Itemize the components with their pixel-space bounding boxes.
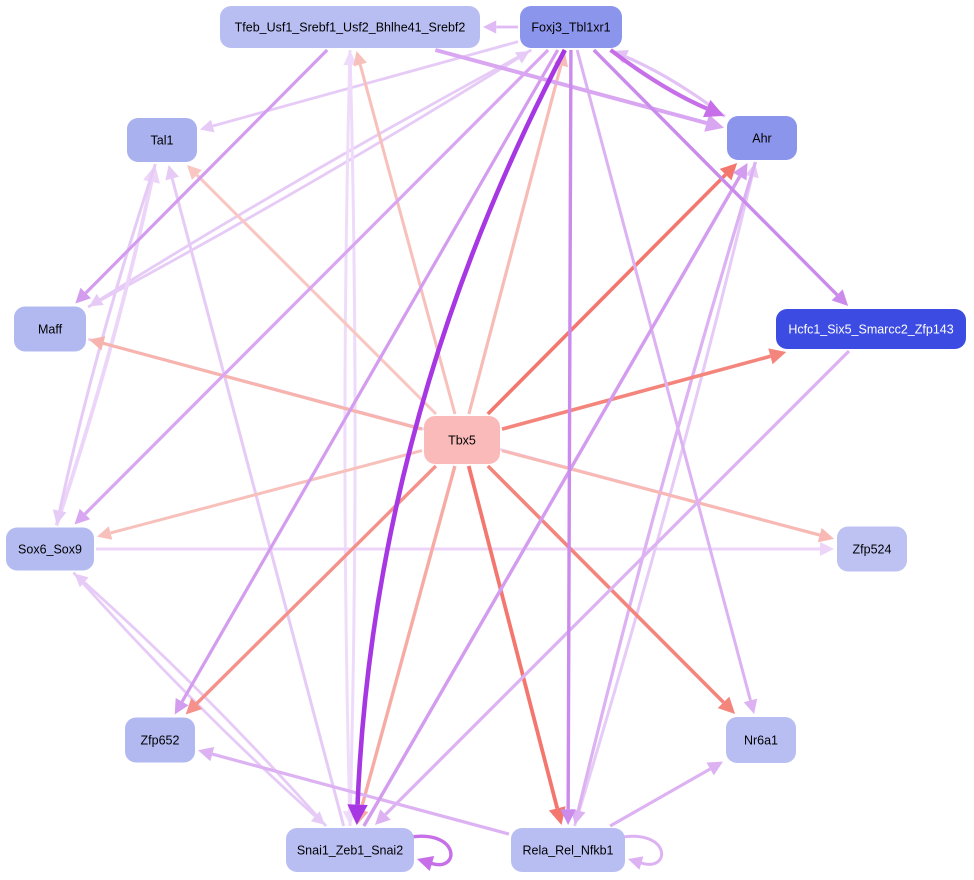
edge-Tal1-Sox6-arrowhead bbox=[52, 509, 67, 525]
edge-Snai1-Snai1 bbox=[409, 834, 453, 871]
edge-Foxj3-Tfeb bbox=[483, 20, 519, 34]
node-Snai1: Snai1_Zeb1_Snai2 bbox=[286, 828, 414, 872]
node-box-Ahr bbox=[727, 116, 797, 160]
nodes-layer: Tfeb_Usf1_Srebf1_Usf2_Bhlhe41_Srebf2 Foxj… bbox=[6, 6, 966, 872]
node-Tal1: Tal1 bbox=[127, 118, 197, 162]
edge-Tbx5-Tal1-arrowhead bbox=[187, 165, 202, 180]
edge-Ahr-Rela bbox=[571, 161, 757, 825]
edge-Tbx5-Tal1 bbox=[187, 165, 438, 416]
node-box-Sox6 bbox=[6, 527, 94, 571]
edge-Maff-Foxj3 bbox=[87, 51, 530, 309]
edge-Rela-Nr6a1 bbox=[609, 761, 723, 828]
edge-Snai1-Snai1-arrowhead bbox=[417, 856, 435, 871]
edge-Ahr-Rela-arrowhead bbox=[571, 808, 586, 825]
edge-Tfeb-Maff bbox=[75, 48, 329, 304]
edge-Foxj3-Tal1 bbox=[200, 40, 519, 133]
edge-Foxj3-Tfeb-arrowhead bbox=[483, 20, 497, 34]
edges-layer bbox=[52, 20, 851, 871]
edge-Tbx5-Hcfc1 bbox=[501, 348, 787, 431]
node-box-Rela bbox=[511, 828, 625, 872]
edge-Tbx5-Ahr bbox=[486, 163, 738, 416]
node-box-Tal1 bbox=[127, 118, 197, 162]
edge-Tbx5-Rela bbox=[466, 465, 566, 825]
node-Zfp524: Zfp524 bbox=[837, 526, 907, 572]
edge-Snai1-Tal1-arrowhead bbox=[165, 165, 179, 181]
node-box-Snai1 bbox=[286, 828, 414, 872]
edge-Foxj3-Zfp652-arrowhead bbox=[174, 697, 189, 715]
edge-Rela-Rela bbox=[620, 834, 664, 870]
edge-Foxj3-Nr6a1 bbox=[575, 49, 758, 714]
edge-Tbx5-Hcfc1-arrowhead bbox=[768, 348, 787, 365]
node-box-Zfp652 bbox=[125, 717, 195, 763]
edge-Tbx5-Maff-arrowhead bbox=[89, 336, 106, 351]
node-box-Maff bbox=[14, 306, 86, 352]
edge-Foxj3-Rela-arrowhead bbox=[560, 809, 576, 825]
node-Tfeb: Tfeb_Usf1_Srebf1_Usf2_Bhlhe41_Srebf2 bbox=[220, 6, 480, 48]
node-Maff: Maff bbox=[14, 306, 86, 352]
edge-Tbx5-Zfp524 bbox=[501, 449, 834, 543]
edge-Tfeb-Ahr-arrowhead bbox=[704, 114, 724, 132]
edge-Foxj3-Hcfc1 bbox=[592, 48, 849, 306]
edge-Foxj3-Snai1 bbox=[347, 48, 567, 825]
node-Ahr: Ahr bbox=[727, 116, 797, 160]
edge-Rela-Rela-arrowhead bbox=[628, 856, 644, 870]
edge-Tbx5-Ahr-arrowhead bbox=[719, 163, 738, 181]
edge-Rela-Zfp652-arrowhead bbox=[198, 746, 215, 762]
edge-Foxj3-Zfp652 bbox=[174, 49, 560, 715]
edge-Snai1-Tfeb-arrowhead bbox=[343, 51, 358, 66]
edge-Maff-Foxj3-arrowhead bbox=[514, 51, 530, 64]
edge-Tfeb-Maff-arrowhead bbox=[75, 287, 92, 304]
node-Foxj3: Foxj3_Tbl1xr1 bbox=[520, 6, 622, 48]
edge-Hcfc1-Snai1-arrowhead bbox=[375, 809, 391, 825]
edge-Tbx5-Nr6a1 bbox=[486, 464, 736, 714]
node-Rela: Rela_Rel_Nfkb1 bbox=[511, 828, 625, 872]
edge-Foxj3-Nr6a1-arrowhead bbox=[743, 698, 758, 714]
node-Hcfc1: Hcfc1_Six5_Smarcc2_Zfp143 bbox=[776, 309, 966, 349]
edge-Foxj3-Ahr bbox=[609, 48, 724, 118]
edge-Tfeb-Ahr bbox=[434, 48, 724, 132]
edge-Rela-Nr6a1-arrowhead bbox=[706, 761, 723, 776]
edge-Foxj3-Sox6-arrowhead bbox=[74, 508, 91, 525]
node-Nr6a1: Nr6a1 bbox=[726, 717, 796, 763]
edge-Rela-Zfp652 bbox=[198, 746, 510, 836]
node-box-Foxj3 bbox=[520, 6, 622, 48]
node-box-Tbx5 bbox=[424, 416, 500, 464]
edge-Foxj3-Rela bbox=[560, 49, 576, 825]
edge-Foxj3-Snai1-arrowhead bbox=[347, 804, 368, 825]
edge-Snai1-Tal1 bbox=[165, 165, 346, 827]
node-box-Hcfc1 bbox=[776, 309, 966, 349]
node-Zfp652: Zfp652 bbox=[125, 717, 195, 763]
edge-Tbx5-Zfp524-arrowhead bbox=[817, 527, 834, 543]
edge-Foxj3-Hcfc1-arrowhead bbox=[831, 289, 849, 306]
edge-Sox6-Snai1-arrowhead bbox=[310, 811, 326, 825]
node-box-Nr6a1 bbox=[726, 717, 796, 763]
edge-Snai1-Tfeb bbox=[343, 51, 358, 827]
node-Sox6: Sox6_Sox9 bbox=[6, 527, 94, 571]
edge-Sox6-Zfp524-arrowhead bbox=[820, 542, 834, 556]
edge-Tbx5-Zfp652 bbox=[185, 464, 438, 715]
edge-Tbx5-Zfp652-arrowhead bbox=[185, 697, 203, 715]
edge-Snai1-Ahr-arrowhead bbox=[732, 163, 748, 181]
edge-Tbx5-Tfeb bbox=[353, 51, 457, 415]
edge-Foxj3-Tal1-arrowhead bbox=[200, 119, 215, 133]
edge-Snai1-Ahr bbox=[362, 163, 748, 827]
edge-Tbx5-Nr6a1-arrowhead bbox=[717, 696, 736, 714]
edge-Hcfc1-Snai1 bbox=[375, 349, 851, 825]
node-box-Tfeb bbox=[220, 6, 480, 48]
edge-Tbx5-Rela-arrowhead bbox=[548, 806, 566, 825]
edge-Tbx5-Snai1 bbox=[353, 465, 457, 825]
edge-Sox6-Zfp524 bbox=[96, 542, 834, 556]
edge-Foxj3-Sox6 bbox=[74, 48, 550, 525]
edge-Tbx5-Sox6 bbox=[97, 449, 423, 540]
edge-Tbx5-Maff bbox=[89, 336, 423, 431]
edge-Tbx5-Sox6-arrowhead bbox=[97, 526, 113, 540]
node-Tbx5: Tbx5 bbox=[424, 416, 500, 464]
edge-Tbx5-Foxj3 bbox=[467, 51, 569, 415]
edge-Foxj3-Ahr-arrowhead bbox=[703, 99, 724, 118]
node-box-Zfp524 bbox=[837, 526, 907, 572]
edge-Tbx5-Tfeb-arrowhead bbox=[353, 51, 367, 67]
